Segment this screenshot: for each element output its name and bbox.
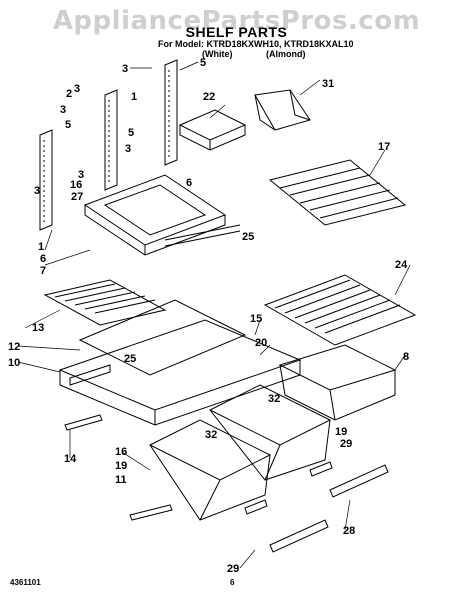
crisper-cover-frame — [58, 319, 302, 426]
callout-7: 7 — [40, 265, 46, 277]
callout-3: 3 — [60, 104, 66, 116]
shelf-ladder-left — [39, 129, 53, 231]
callout-25: 25 — [124, 353, 136, 365]
watermark-text: AppliancePartsPros.com — [52, 6, 421, 36]
trim-strips — [244, 461, 389, 553]
crisper-drawer-right — [208, 384, 332, 481]
callout-17: 17 — [378, 141, 390, 153]
callout-leaders — [17, 61, 411, 569]
callout-5: 5 — [200, 57, 206, 69]
callout-24: 24 — [395, 259, 408, 271]
callout-22: 22 — [203, 91, 215, 103]
callout-3: 3 — [78, 169, 84, 181]
callout-1: 1 — [38, 241, 44, 253]
shelf-ladder-center — [104, 89, 118, 191]
callout-11: 12 — [8, 341, 20, 353]
glass-insert — [78, 299, 247, 376]
callout-12: 13 — [32, 322, 44, 334]
callout-28: 28 — [343, 525, 355, 537]
shelf-ladder-right — [164, 59, 178, 166]
drawer-slide-rail — [64, 414, 173, 521]
callout-25: 25 — [242, 231, 254, 243]
callout-5: 5 — [128, 127, 134, 139]
slotted-shelf-left — [43, 279, 167, 326]
callout-5: 5 — [65, 119, 71, 131]
callout-20: 20 — [255, 337, 267, 349]
document-number: 4361101 — [10, 578, 41, 587]
callout-2: 2 — [66, 88, 72, 100]
callout-32: 32 — [268, 393, 280, 405]
meat-drawer — [278, 344, 397, 421]
callout-19: 19 — [335, 426, 347, 438]
callout-3: 3 — [122, 63, 128, 75]
wire-shelf — [268, 159, 407, 226]
variant-almond: (Almond) — [266, 49, 306, 59]
callout-27: 27 — [71, 191, 83, 203]
callout-10: 11 — [115, 474, 127, 486]
callout-9: 10 — [8, 357, 20, 369]
callout-31: 31 — [322, 78, 334, 90]
callout-6: 6 — [40, 253, 46, 265]
callout-1: 1 — [131, 91, 137, 103]
callout-15: 16 — [115, 446, 127, 458]
callout-29: 29 — [340, 438, 352, 450]
callout-19: 19 — [115, 460, 127, 472]
callout-14: 15 — [250, 313, 262, 325]
callout-8: 8 — [403, 351, 409, 363]
callout-3: 3 — [34, 185, 40, 197]
shelf-rail — [164, 224, 241, 247]
door-bin — [254, 89, 311, 131]
model-line: For Model: KTRD18KXWH10, KTRD18KXAL10 — [158, 39, 354, 49]
page-title: SHELF PARTS — [185, 24, 288, 40]
callout-13: 14 — [64, 453, 77, 465]
callout-6: 6 — [186, 177, 192, 189]
callout-3: 3 — [125, 143, 131, 155]
callout-32: 32 — [205, 429, 217, 441]
callout-3: 3 — [74, 83, 80, 95]
slotted-shelf-right — [263, 274, 417, 346]
ice-cube-tray — [178, 109, 247, 151]
variant-white: (White) — [202, 49, 233, 59]
callout-16: 16 — [70, 179, 82, 191]
part-callouts: 3 5 1 2 3 3 5 5 3 6 22 31 17 3 16 27 3 1… — [8, 57, 409, 575]
page-number: 6 — [230, 578, 235, 587]
callout-29: 29 — [227, 563, 239, 575]
glass-shelf-frame — [83, 174, 227, 256]
